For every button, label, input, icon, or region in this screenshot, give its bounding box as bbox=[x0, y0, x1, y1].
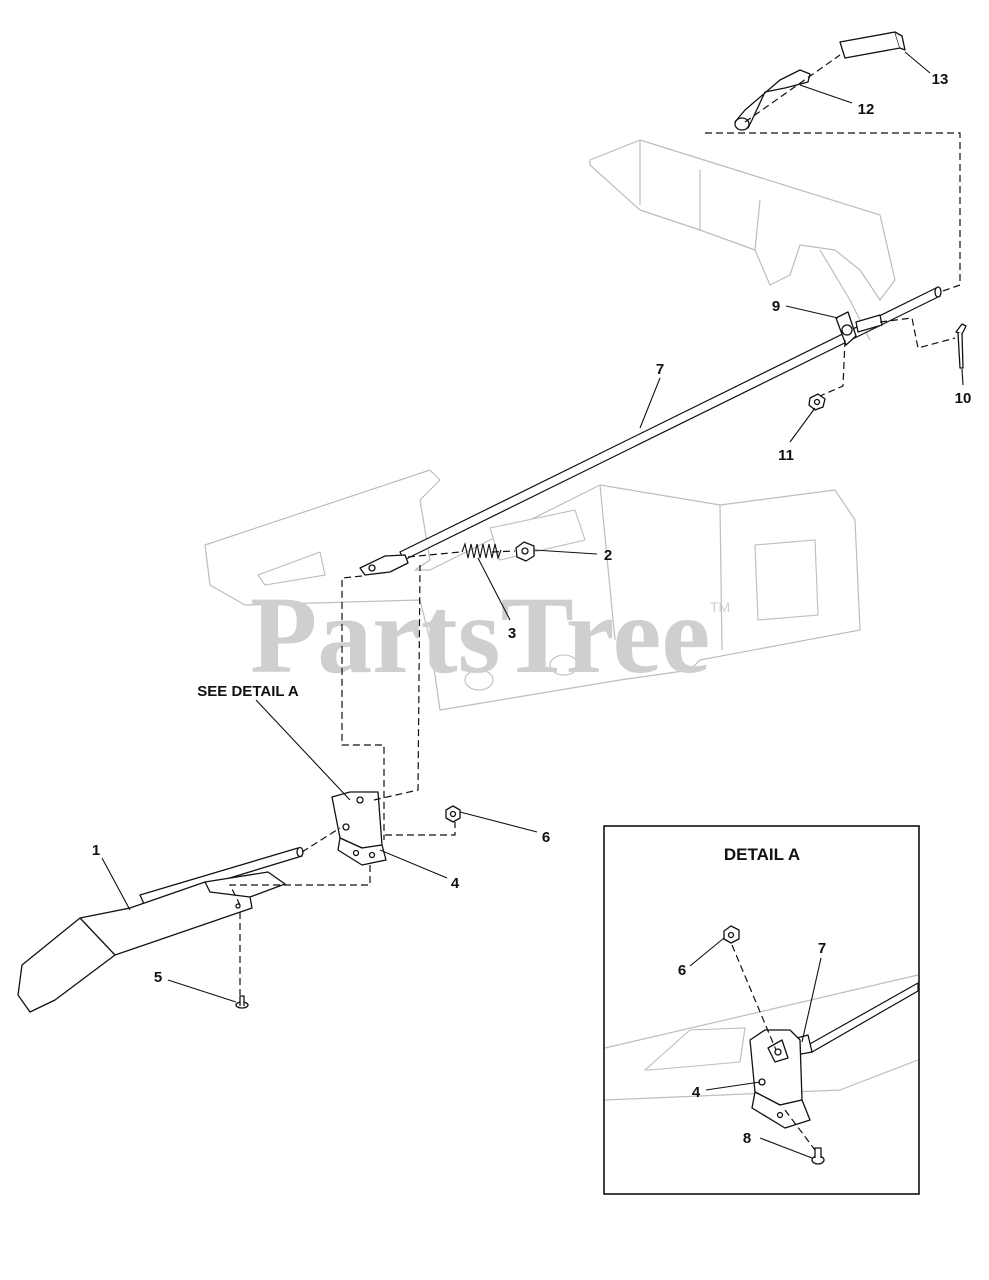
detail-a-title: DETAIL A bbox=[724, 845, 800, 864]
upper-frame-ghost bbox=[589, 139, 896, 341]
callout-11: 11 bbox=[778, 447, 794, 464]
nut-part-6 bbox=[445, 805, 461, 823]
detail-nut-6 bbox=[723, 925, 740, 944]
rod-part-7 bbox=[359, 286, 942, 576]
callout-3: 3 bbox=[508, 625, 516, 642]
detail-bolt-8 bbox=[811, 1147, 825, 1165]
detail-dash-lines bbox=[731, 944, 816, 1151]
detail-a-box: DETAIL A bbox=[603, 825, 920, 1195]
watermark-trademark: TM bbox=[710, 599, 730, 615]
detail-bracket-4 bbox=[749, 1029, 811, 1129]
callout-13: 13 bbox=[932, 71, 949, 88]
detail-callout-6: 6 bbox=[678, 962, 686, 979]
bolt-part-10 bbox=[955, 323, 967, 369]
handle-part-12 bbox=[734, 69, 811, 131]
screw-part-5 bbox=[235, 995, 249, 1009]
detail-callout-4: 4 bbox=[692, 1084, 701, 1101]
detail-callout-7: 7 bbox=[818, 940, 826, 957]
callout-9: 9 bbox=[772, 298, 780, 315]
callout-2: 2 bbox=[604, 547, 612, 564]
nut-part-11 bbox=[808, 393, 826, 411]
callout-6: 6 bbox=[542, 829, 550, 846]
callout-7: 7 bbox=[656, 361, 664, 378]
leader-lines bbox=[101, 51, 964, 1003]
assembly-dash-lines bbox=[229, 54, 961, 995]
see-detail-a-label: SEE DETAIL A bbox=[197, 683, 299, 700]
detail-leader-lines bbox=[689, 937, 822, 1159]
bracket-part-4 bbox=[331, 791, 387, 866]
spring-part-3 bbox=[461, 542, 502, 560]
callout-5: 5 bbox=[154, 969, 162, 986]
callout-10: 10 bbox=[955, 390, 972, 407]
callout-12: 12 bbox=[858, 101, 875, 118]
detail-frame-ghost bbox=[604, 974, 919, 1101]
watermark-text: PartsTree bbox=[250, 574, 710, 696]
callout-4: 4 bbox=[451, 875, 460, 892]
grip-part-13 bbox=[839, 31, 906, 59]
main-frame-ghost bbox=[204, 469, 861, 711]
pivot-part-9 bbox=[835, 311, 883, 346]
callout-1: 1 bbox=[92, 842, 100, 859]
pedal-part-1 bbox=[17, 846, 304, 1013]
nut-part-2 bbox=[515, 541, 535, 562]
detail-callout-8: 8 bbox=[743, 1130, 751, 1147]
